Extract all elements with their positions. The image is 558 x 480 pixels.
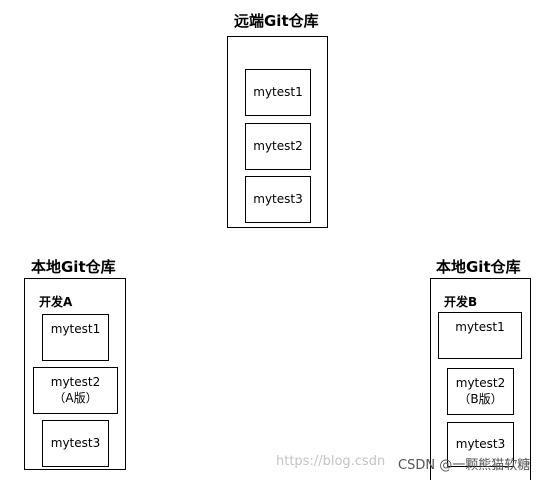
file-name: mytest2: [253, 139, 303, 154]
file-name: mytest1: [50, 322, 101, 336]
file-name: mytest2: [455, 376, 506, 390]
local-a-file-mytest2: mytest2 （A版）: [33, 367, 118, 414]
watermark-brand-box: CSDN @一颗熊猫软糖: [398, 454, 530, 473]
watermark: https://blog.csdn: [276, 454, 385, 469]
local-a-file-mytest3: mytest3: [42, 420, 109, 467]
file-name: mytest3: [50, 436, 101, 451]
local-repo-b-panel: 开发B mytest1 mytest2 （B版） mytest3: [430, 278, 531, 480]
file-name: mytest1: [253, 85, 303, 100]
developer-a-label: 开发A: [39, 295, 73, 309]
local-repo-a-title: 本地Git仓库: [31, 258, 116, 276]
remote-repo-title: 远端Git仓库: [234, 12, 319, 30]
file-name: mytest3: [455, 437, 506, 452]
watermark-brand: CSDN @一颗熊猫软糖: [398, 458, 531, 473]
local-repo-b-title: 本地Git仓库: [436, 258, 521, 276]
file-version-note: （A版）: [53, 391, 98, 406]
local-repo-a-panel: 开发A mytest1 mytest2 （A版） mytest3: [24, 278, 126, 470]
file-name: mytest1: [455, 320, 505, 334]
watermark-url: https://blog.csdn: [276, 454, 386, 469]
local-b-file-mytest3: mytest3: [447, 422, 514, 467]
remote-file-mytest1: mytest1: [245, 69, 311, 116]
file-name: mytest3: [253, 192, 303, 207]
file-version-note: （B版）: [458, 392, 503, 407]
local-b-file-mytest1: mytest1: [438, 312, 522, 359]
remote-file-mytest3: mytest3: [245, 176, 311, 223]
remote-file-mytest2: mytest2: [245, 123, 311, 170]
file-name: mytest2: [50, 375, 101, 389]
local-b-file-mytest2: mytest2 （B版）: [447, 368, 514, 415]
remote-repo-panel: mytest1 mytest2 mytest3: [227, 36, 328, 228]
developer-b-label: 开发B: [444, 295, 478, 309]
local-a-file-mytest1: mytest1: [42, 314, 109, 361]
